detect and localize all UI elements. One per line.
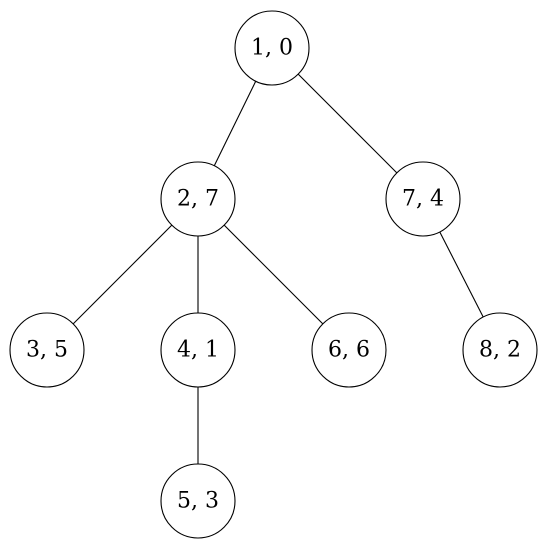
- nodes-layer: 1, 0 2, 7 7, 4 3, 5 4, 1 6, 6 8, 2 5, 3: [9, 10, 538, 539]
- node-label: 2, 7: [177, 187, 219, 212]
- node-circle: [462, 312, 538, 388]
- tree-node: 8, 2: [462, 312, 538, 388]
- tree-node: 6, 6: [311, 312, 387, 388]
- node-circle: [160, 161, 236, 237]
- tree-node: 7, 4: [385, 161, 461, 237]
- node-circle: [234, 10, 310, 86]
- node-label: 4, 1: [177, 338, 219, 363]
- tree-node: 1, 0: [234, 10, 310, 86]
- node-circle: [311, 312, 387, 388]
- edge-n2-n6: [223, 224, 324, 325]
- tree-node: 5, 3: [160, 463, 236, 539]
- node-label: 1, 0: [251, 36, 293, 61]
- edges-layer: [72, 73, 484, 464]
- tree-node: 2, 7: [160, 161, 236, 237]
- node-circle: [9, 312, 85, 388]
- tree-node: 4, 1: [160, 312, 236, 388]
- edge-n7-n8: [439, 231, 484, 318]
- node-label: 6, 6: [328, 338, 370, 363]
- node-label: 5, 3: [177, 489, 219, 514]
- node-circle: [385, 161, 461, 237]
- edge-n1-n2: [213, 80, 257, 167]
- node-circle: [160, 312, 236, 388]
- edge-n1-n7: [297, 73, 398, 174]
- node-circle: [160, 463, 236, 539]
- node-label: 8, 2: [479, 338, 521, 363]
- tree-node: 3, 5: [9, 312, 85, 388]
- node-label: 3, 5: [26, 338, 68, 363]
- node-label: 7, 4: [402, 187, 444, 212]
- edge-n2-n3: [72, 224, 173, 325]
